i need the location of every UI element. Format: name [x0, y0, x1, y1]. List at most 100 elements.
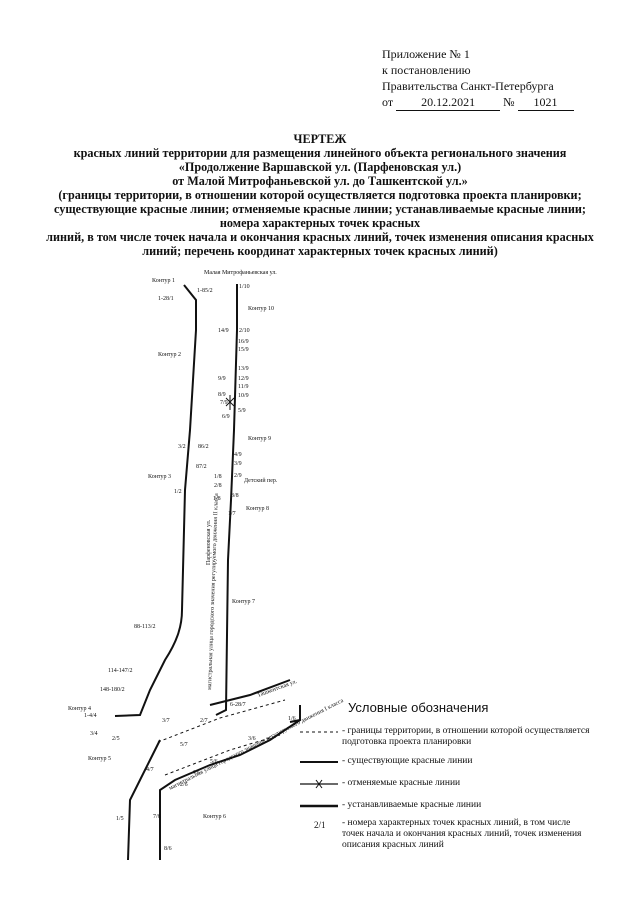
point-label: 4/6	[192, 770, 200, 776]
legend-title: Условные обозначения	[348, 700, 489, 715]
point-label: 5/9	[238, 408, 246, 414]
point-label: 1/2	[174, 489, 182, 495]
appendix-date-line: от 20.12.2021 № 1021	[382, 94, 574, 111]
title-line-4: (границы территории, в отношении которой…	[58, 188, 582, 202]
contour-9-label: Контур 9	[248, 436, 271, 442]
legend-item-existing: - существующие красные линии	[300, 756, 620, 786]
title-block: ЧЕРТЕЖ красных линий территории для разм…	[20, 132, 620, 258]
contour-3-label: Контур 3	[148, 474, 171, 480]
thick-line-icon	[300, 804, 338, 808]
point-label: 2/9	[234, 473, 242, 479]
point-label: 1-85/2	[197, 288, 213, 294]
point-label: 1/5	[116, 816, 124, 822]
point-label: 2/10	[239, 328, 250, 334]
title-line-8: линий; перечень координат характерных то…	[142, 244, 498, 258]
tashkent-line	[209, 679, 291, 706]
point-label: 1-4/4	[84, 713, 97, 719]
street-label-mitrofanievskaya: Малая Митрофаньевская ул.	[204, 269, 277, 276]
point-label: 14/9	[218, 328, 229, 334]
legend-text: - номера характерных точек красных линий…	[342, 818, 582, 850]
point-label: 3/6	[248, 736, 256, 742]
point-label: 1/6	[288, 716, 296, 722]
point-label: 9/9	[218, 376, 226, 382]
x-mark-2	[225, 397, 235, 407]
legend-text: - отменяемые красные линии	[342, 778, 461, 788]
point-label: 1/8	[213, 496, 221, 502]
point-label: 5/6	[210, 759, 218, 765]
dashed-line-icon	[300, 731, 338, 733]
point-label: 6/9	[222, 414, 230, 420]
point-label: 87/2	[196, 464, 207, 470]
point-label: 8/9	[218, 392, 226, 398]
point-label: 7/9	[220, 400, 228, 406]
point-label: 2/5	[112, 736, 120, 742]
point-label: 6-28/7	[230, 702, 246, 708]
appendix-block: Приложение № 1 к постановлению Правитель…	[382, 46, 574, 111]
title-line-6: номера характерных точек красных	[219, 216, 421, 230]
appendix-line-3: Правительства Санкт-Петербурга	[382, 79, 554, 93]
contour-1-label: Контур 1	[152, 278, 175, 284]
legend-text: - границы территории, в отношении которо…	[342, 726, 590, 747]
point-label: 1-28/1	[158, 296, 174, 302]
point-label: 2/7	[200, 718, 208, 724]
corner-line	[289, 705, 301, 723]
appendix-line-1: Приложение № 1	[382, 47, 470, 61]
title-line-7: линий, в том числе точек начала и оконча…	[46, 230, 594, 244]
point-number-sample: 2/1	[314, 820, 326, 830]
point-label: 16/9	[238, 339, 249, 345]
legend-item-boundary: - границы территории, в отношении которо…	[300, 726, 620, 756]
point-label: 5/7	[180, 742, 188, 748]
point-label: 8/6	[164, 846, 172, 852]
street-label-tashkentskaya: Ташкентская ул.	[257, 679, 299, 699]
point-label: 11/9	[238, 384, 248, 390]
lower-left-line	[127, 739, 161, 861]
point-label: 13/9	[238, 366, 249, 372]
point-label: 1/8	[214, 474, 222, 480]
legend-text: - устанавливаемые красные линии	[342, 800, 482, 810]
point-label: 4/9	[234, 452, 242, 458]
contour-2-label: Контур 2	[158, 352, 181, 358]
point-label: 3/7	[162, 718, 170, 724]
document-heading: ЧЕРТЕЖ	[293, 132, 347, 146]
legend-text: - существующие красные линии	[342, 756, 473, 766]
boundary-line	[157, 699, 286, 776]
contour-4-label: Контур 4	[68, 706, 91, 712]
point-label: 2/6	[180, 782, 188, 788]
point-label: 3/2	[178, 444, 186, 450]
point-label: 1/7	[228, 511, 236, 517]
contour-7-label: Контур 7	[232, 599, 255, 605]
point-label: 3/8	[231, 493, 239, 499]
solid-line-icon	[300, 761, 338, 763]
point-label: 12/9	[238, 376, 249, 382]
title-line-2: «Продолжение Варшавской ул. (Парфеновска…	[178, 160, 462, 174]
date-prefix: от	[382, 95, 394, 109]
title-line-3: от Малой Митрофаньевской ул. до Ташкентс…	[172, 174, 468, 188]
appendix-date: 20.12.2021	[396, 94, 501, 111]
contour-5-label: Контур 5	[88, 756, 111, 762]
point-label: 1/10	[239, 284, 250, 290]
title-line-5: существующие красные линии; отменяемые к…	[54, 202, 586, 216]
point-label: 3/9	[234, 461, 242, 467]
legend-item-cancelled: - отменяемые красные линии	[300, 778, 620, 808]
right-red-line	[215, 284, 238, 716]
point-label: 86/2	[198, 444, 209, 450]
contour-6-label: Контур 6	[203, 814, 226, 820]
appendix-number: 1021	[517, 94, 574, 111]
point-label: 7/6	[153, 814, 161, 820]
point-label: 148-180/2	[100, 687, 125, 693]
number-prefix: №	[503, 95, 515, 109]
appendix-line-2: к постановлению	[382, 63, 471, 77]
legend-item-points: 2/1 - номера характерных точек красных л…	[300, 818, 620, 862]
left-red-line	[114, 284, 197, 717]
street-label-detsky: Детский пер.	[244, 477, 278, 484]
lower-diagonal-line	[159, 719, 301, 860]
legend-item-established: - устанавливаемые красные линии	[300, 800, 620, 830]
point-label: 4/7	[146, 767, 154, 773]
point-label: 3/4	[90, 731, 98, 737]
point-label: 88-113/2	[134, 624, 155, 630]
title-line-1: красных линий территории для размещения …	[73, 146, 567, 160]
point-label: 2/8	[214, 483, 222, 489]
crossed-line-icon	[300, 779, 338, 789]
